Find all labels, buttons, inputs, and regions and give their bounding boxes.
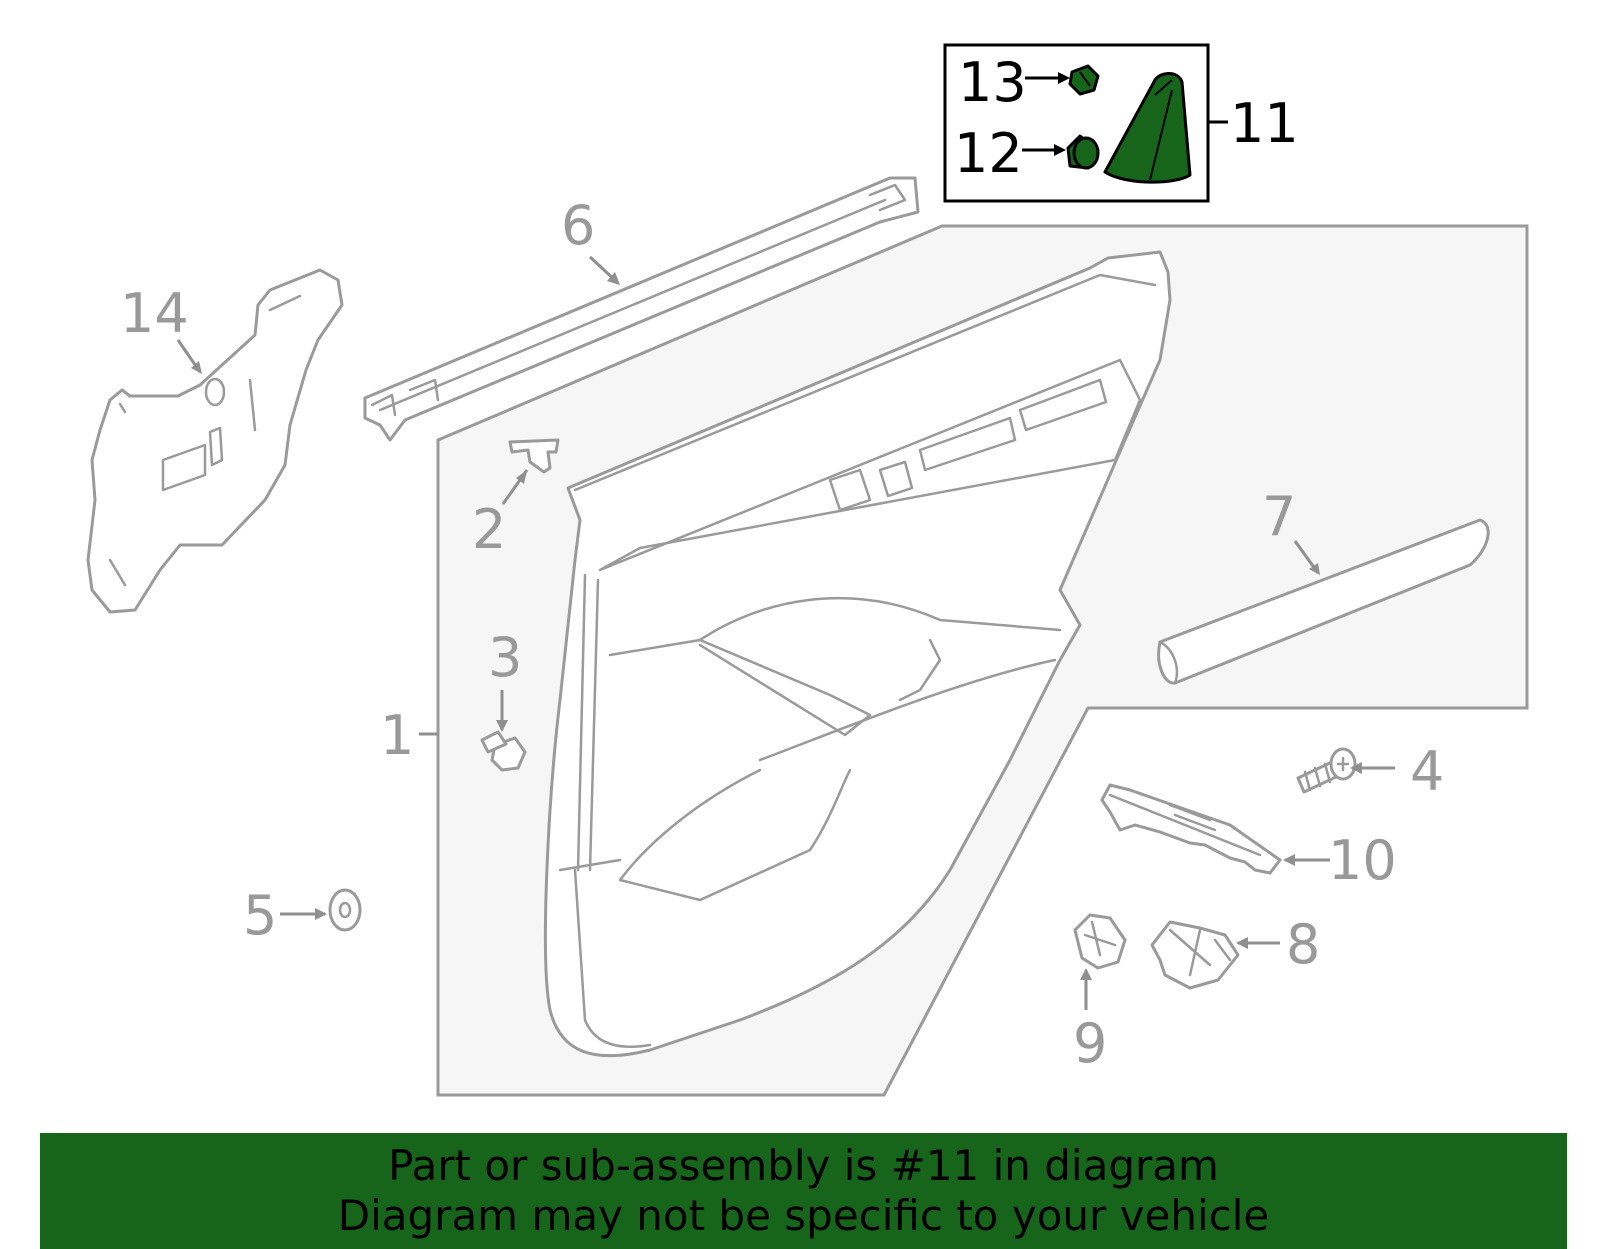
callout-1: 1 bbox=[380, 704, 414, 767]
retainer-part-3 bbox=[480, 730, 527, 772]
leader-arrowheads-highlight bbox=[1054, 72, 1070, 156]
callout-8: 8 bbox=[1286, 913, 1320, 976]
leader-arrowheads bbox=[191, 272, 1362, 980]
banner-line-1: Part or sub-assembly is #11 in diagram bbox=[388, 1141, 1219, 1190]
callout-4: 4 bbox=[1410, 740, 1444, 803]
highlighted-part-13 bbox=[1068, 64, 1100, 96]
info-banner: Part or sub-assembly is #11 in diagram D… bbox=[40, 1133, 1567, 1249]
callout-3: 3 bbox=[488, 626, 522, 689]
callout-5: 5 bbox=[243, 884, 277, 947]
weatherstrip-part bbox=[363, 176, 920, 442]
callout-9: 9 bbox=[1073, 1012, 1107, 1075]
door-trim-panel-part bbox=[543, 250, 1172, 1058]
callout-14: 14 bbox=[120, 282, 189, 345]
highlighted-part-12 bbox=[1066, 134, 1100, 170]
banner-line-2: Diagram may not be specific to your vehi… bbox=[337, 1191, 1270, 1240]
screw-part-4 bbox=[1296, 747, 1357, 794]
callout-10: 10 bbox=[1328, 829, 1397, 892]
callout-6: 6 bbox=[561, 194, 595, 257]
callout-13: 13 bbox=[958, 51, 1027, 114]
grommet-part-5 bbox=[328, 888, 362, 932]
callout-12: 12 bbox=[954, 122, 1023, 185]
callout-7: 7 bbox=[1262, 485, 1296, 548]
callout-11: 11 bbox=[1230, 92, 1299, 155]
highlighted-part-11 bbox=[1103, 72, 1192, 184]
garnish-part-7 bbox=[1157, 518, 1490, 685]
callout-2: 2 bbox=[472, 498, 506, 561]
clip-part-2 bbox=[508, 438, 560, 474]
switch-part-8 bbox=[1150, 920, 1240, 990]
switch-panel-part-10 bbox=[1100, 783, 1282, 875]
switch-part-9 bbox=[1073, 913, 1127, 970]
water-shield-part bbox=[86, 268, 344, 614]
